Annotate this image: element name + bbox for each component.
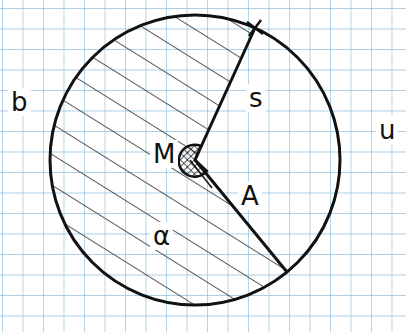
angle-arc bbox=[179, 145, 207, 177]
side-label: u bbox=[376, 116, 398, 144]
angle-label: α bbox=[150, 222, 173, 250]
angle-leader bbox=[190, 160, 212, 188]
circle-outline bbox=[50, 15, 340, 305]
side-label: b bbox=[8, 88, 31, 116]
hatched-sector bbox=[50, 15, 287, 305]
radius-label: s bbox=[246, 84, 266, 112]
radius-line bbox=[195, 160, 287, 272]
point-mark bbox=[247, 20, 263, 36]
area-label: A bbox=[238, 182, 262, 210]
center-label: M bbox=[150, 140, 178, 168]
